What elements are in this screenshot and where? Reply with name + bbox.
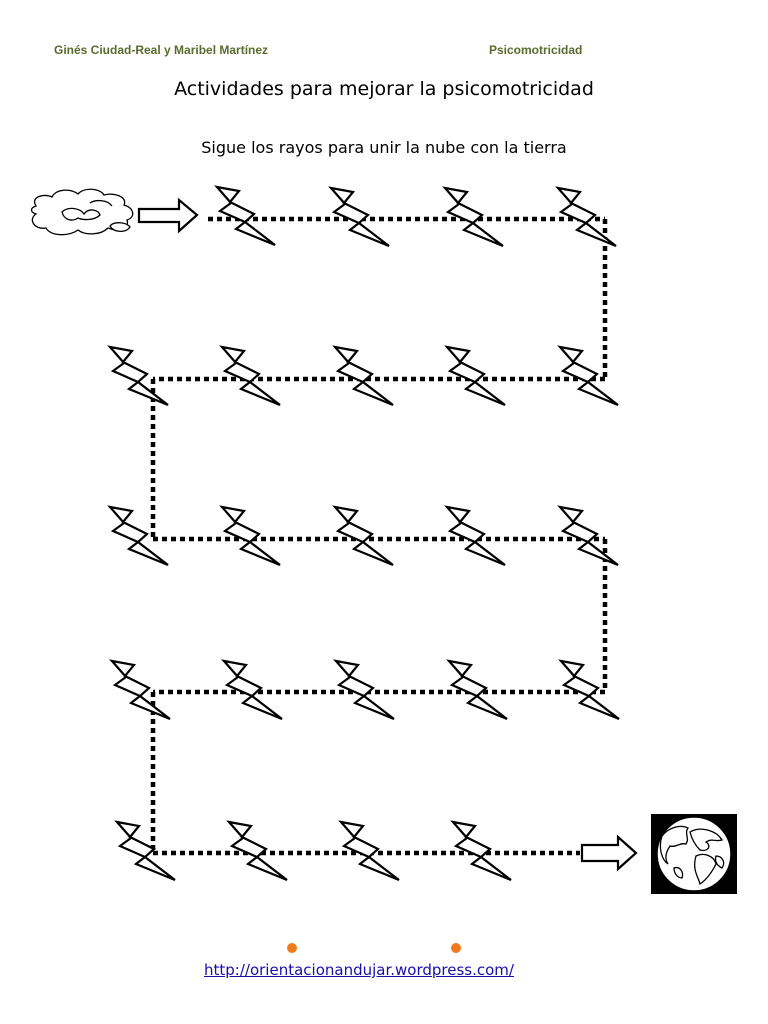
subject-header: Psicomotricidad	[489, 43, 583, 57]
lightning-bolt-icon	[559, 659, 621, 721]
footer-url-link[interactable]: http://orientacionandujar.wordpress.com/	[204, 961, 514, 979]
lightning-bolt-icon	[333, 505, 395, 567]
lightning-bolt-icon	[445, 505, 507, 567]
lightning-bolt-icon	[445, 345, 507, 407]
lightning-bolt-icon	[558, 505, 620, 567]
lightning-bolt-icon	[215, 185, 277, 247]
earth-globe-icon	[651, 814, 737, 894]
bullet-dot	[287, 943, 297, 953]
bullet-dot	[451, 943, 461, 953]
page-title: Actividades para mejorar la psicomotrici…	[174, 78, 594, 100]
lightning-bolt-icon	[220, 505, 282, 567]
lightning-bolt-icon	[108, 345, 170, 407]
lightning-bolt-icon	[558, 345, 620, 407]
lightning-bolt-icon	[220, 345, 282, 407]
lightning-bolt-icon	[333, 345, 395, 407]
right-arrow-icon	[580, 834, 638, 872]
cloud-icon	[30, 188, 134, 236]
author-header: Ginés Ciudad-Real y Maribel Martínez	[54, 43, 269, 57]
dotted-path	[150, 216, 608, 856]
lightning-bolt-icon	[108, 505, 170, 567]
right-arrow-icon	[137, 197, 199, 234]
instruction-text: Sigue los rayos para unir la nube con la…	[201, 138, 567, 157]
lightning-bolt-icon	[556, 186, 618, 248]
